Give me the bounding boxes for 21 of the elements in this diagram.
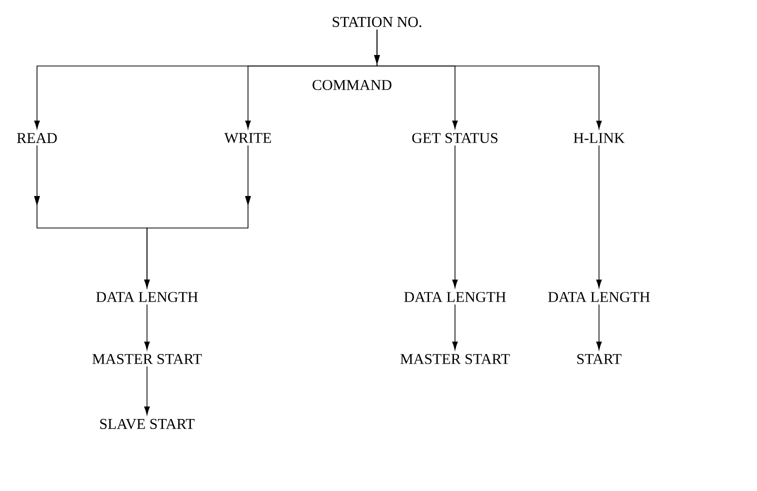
node-label: WRITE [224,132,271,144]
arrow [596,304,602,350]
node-label: MASTER START [400,354,510,364]
node-label: READ [17,133,57,143]
node-label: GET STATUS [412,132,498,144]
merging-arrow [34,144,251,288]
arrow [452,145,458,288]
node-label: STATION NO. [332,16,422,28]
node-label: SLAVE START [100,418,195,430]
node-label: H-LINK [574,133,625,143]
bus-label: COMMAND [312,80,392,90]
arrow [452,304,458,350]
arrow [144,366,150,415]
node-label: DATA LENGTH [404,292,506,302]
node-label: START [577,354,622,364]
arrow [596,144,602,288]
node-label: DATA LENGTH [96,292,198,302]
branching-arrow [34,29,602,130]
node-label: DATA LENGTH [548,292,650,302]
arrow [144,304,150,350]
node-label: MASTER START [92,354,202,364]
